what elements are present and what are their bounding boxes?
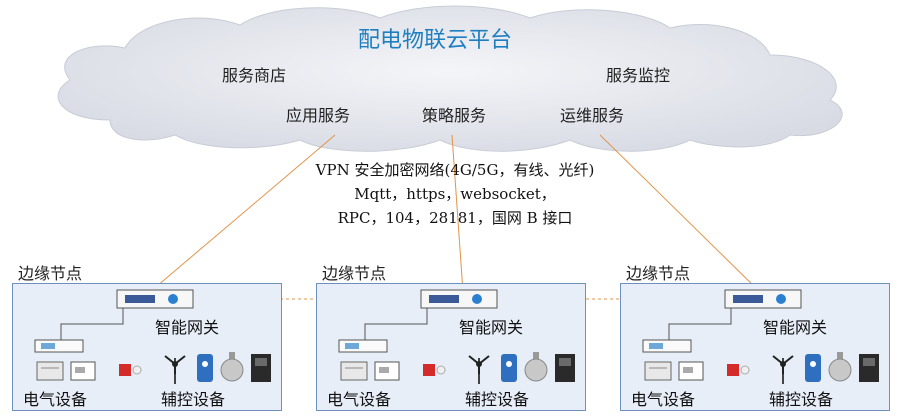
network-line-2: Mqtt，https，websocket， <box>354 185 556 203</box>
gateway-device-icon <box>116 289 194 309</box>
meter-device-icon <box>338 339 388 353</box>
cloud-title: 配电物联云平台 <box>358 28 513 53</box>
network-line-3: RPC，104，28181，国网 B 接口 <box>337 209 573 227</box>
gateway-device-icon <box>420 289 498 309</box>
breaker-device-icon <box>644 361 704 381</box>
edge-node-box: 智能网关 电气设备 辅控设备 <box>12 283 282 411</box>
breaker-device-icon <box>36 361 96 381</box>
electrical-devices-label: 电气设备 <box>23 390 88 409</box>
edge-node-box: 智能网关 电气设备 辅控设备 <box>316 283 586 411</box>
meter-device-icon <box>34 339 84 353</box>
electrical-devices-label: 电气设备 <box>631 390 696 409</box>
access-control-icon <box>859 354 879 382</box>
camera-dome-icon <box>828 352 852 382</box>
meter-device-icon <box>642 339 692 353</box>
edge-node-devices <box>642 289 879 384</box>
strategy-service-label: 策略服务 <box>422 106 487 125</box>
alarm-device-icon <box>727 364 750 376</box>
anemometer-icon <box>468 355 490 384</box>
access-control-icon <box>555 354 575 382</box>
network-protocols: VPN 安全加密网络(4G/5G，有线、光纤) Mqtt，https，webso… <box>215 158 695 230</box>
gateway-label: 智能网关 <box>155 318 220 337</box>
gateway-device-icon <box>724 289 802 309</box>
edge-node-devices <box>34 289 271 384</box>
gateway-label: 智能网关 <box>459 318 524 337</box>
link-line-center <box>451 134 464 293</box>
auxiliary-devices-label: 辅控设备 <box>465 390 530 409</box>
auxiliary-devices-label: 辅控设备 <box>161 390 226 409</box>
link-line-right <box>599 134 761 293</box>
camera-dome-icon <box>220 352 244 382</box>
network-line-1: VPN 安全加密网络(4G/5G，有线、光纤) <box>315 161 595 179</box>
gateway-label: 智能网关 <box>763 318 828 337</box>
blue-sensor-icon <box>197 354 213 382</box>
breaker-device-icon <box>340 361 400 381</box>
blue-sensor-icon <box>501 354 517 382</box>
electrical-devices-label: 电气设备 <box>327 390 392 409</box>
edge-node-title: 边缘节点 <box>322 264 387 283</box>
application-service-label: 应用服务 <box>286 106 351 125</box>
edge-node-title: 边缘节点 <box>626 264 691 283</box>
alarm-device-icon <box>119 364 142 376</box>
blue-sensor-icon <box>805 354 821 382</box>
edge-node-title: 边缘节点 <box>18 264 83 283</box>
service-monitor-label: 服务监控 <box>606 66 671 85</box>
cloud-shape <box>57 5 843 152</box>
access-control-icon <box>251 354 271 382</box>
camera-dome-icon <box>524 352 548 382</box>
auxiliary-devices-label: 辅控设备 <box>769 390 834 409</box>
operations-service-label: 运维服务 <box>560 106 625 125</box>
anemometer-icon <box>772 355 794 384</box>
edge-node-devices <box>338 289 575 384</box>
alarm-device-icon <box>423 364 446 376</box>
anemometer-icon <box>164 355 186 384</box>
service-store-label: 服务商店 <box>222 66 287 85</box>
edge-node-box: 智能网关 电气设备 辅控设备 <box>620 283 890 411</box>
link-line-left <box>149 134 336 293</box>
